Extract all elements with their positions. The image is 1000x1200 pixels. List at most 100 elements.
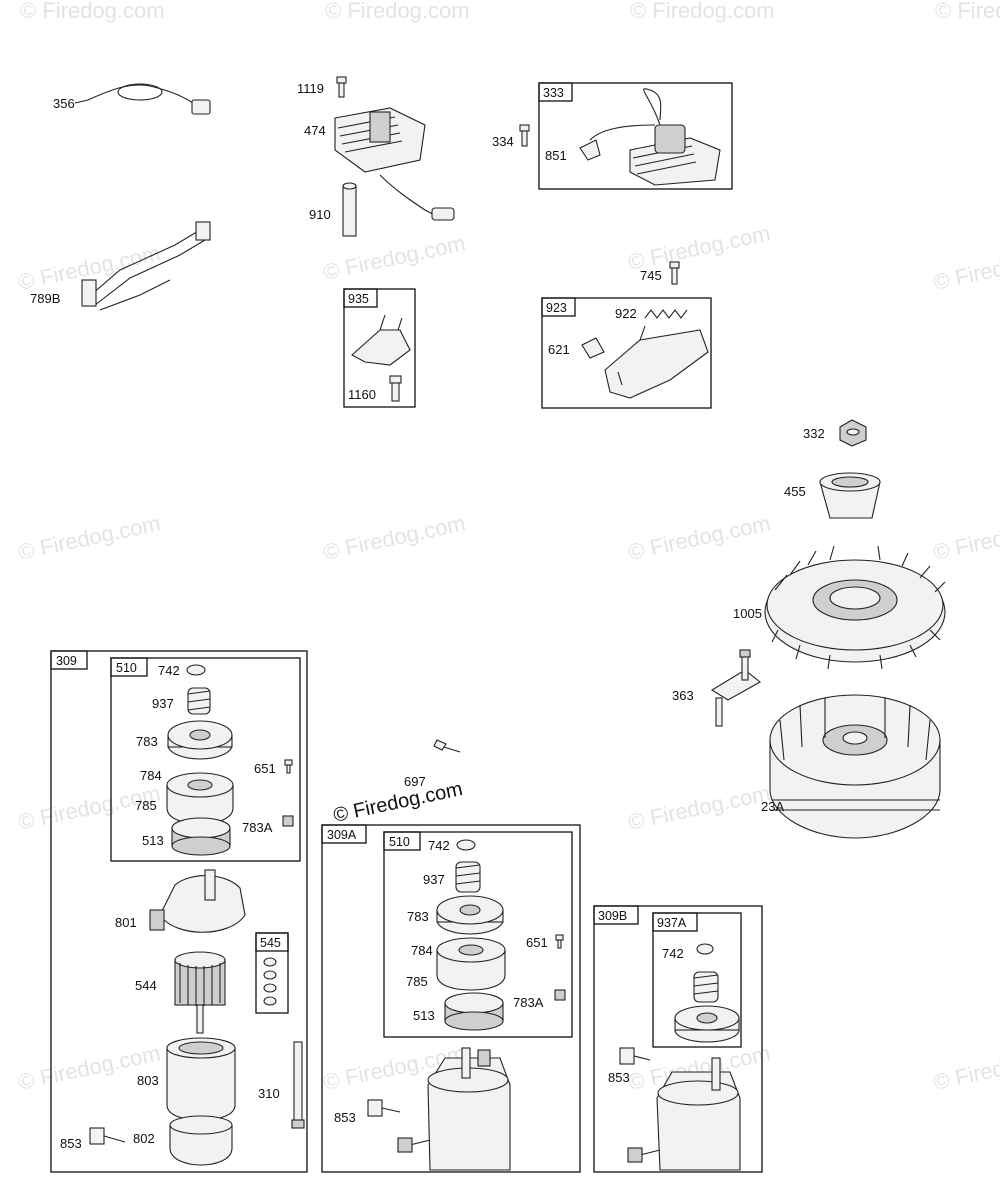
watermark: © Firedog.com (626, 780, 773, 835)
label-783b: 783 (407, 909, 429, 924)
part-309B-motor (627, 1057, 741, 1171)
part-334-screw (519, 124, 530, 147)
part-697-screw (433, 739, 461, 753)
frame-935 (343, 288, 416, 408)
label-785a: 785 (135, 798, 157, 813)
part-545-washers (263, 957, 277, 1006)
part-455-cup (819, 472, 881, 519)
part-1119-screw (336, 76, 347, 98)
part-853-connector-c (619, 1047, 651, 1065)
part-935-bracket (351, 314, 411, 366)
part-923-governor-bracket (604, 325, 709, 399)
frame-510b (383, 831, 573, 1038)
frame-label-309 (50, 650, 88, 670)
watermark: © Firedog.com (321, 230, 468, 285)
part-332-nut (839, 419, 867, 447)
label-803: 803 (137, 1073, 159, 1088)
part-333-coil (589, 88, 721, 186)
label-789B: 789B (30, 291, 60, 306)
watermark-main: © Firedog.com (331, 778, 464, 827)
frame-label-309A (321, 824, 367, 844)
watermark: © Firedog.com (16, 510, 163, 565)
part-1005-fan (764, 545, 946, 670)
label-333: 333 (543, 86, 564, 100)
part-922-spring (644, 309, 688, 319)
label-651a: 651 (254, 761, 276, 776)
watermark: © Firedog.com (321, 510, 468, 565)
label-621: 621 (548, 342, 570, 357)
frame-label-510a (110, 657, 148, 677)
part-742-clip (186, 664, 206, 676)
label-1005: 1005 (733, 606, 762, 621)
label-310: 310 (258, 1086, 280, 1101)
frame-510a (110, 657, 301, 862)
part-853-connector-b (367, 1099, 401, 1117)
part-1160-screw (389, 375, 402, 402)
watermark: © Firedog.com (931, 510, 1000, 565)
part-783A-nut (282, 815, 294, 827)
label-742c: 742 (662, 946, 684, 961)
part-621-link (581, 337, 605, 359)
part-544-armature (174, 951, 226, 1034)
part-23A-flywheel (769, 694, 941, 839)
part-784-cap-b (436, 937, 506, 991)
label-783a: 783 (136, 734, 158, 749)
frame-309 (50, 650, 308, 1173)
label-23A: 23A (761, 799, 784, 814)
label-513b: 513 (413, 1008, 435, 1023)
label-783Ab: 783A (513, 995, 544, 1010)
label-356: 356 (53, 96, 75, 111)
label-923: 923 (546, 301, 567, 315)
label-785b: 785 (406, 974, 428, 989)
frame-label-309B (593, 905, 639, 925)
part-783-gear (167, 720, 233, 760)
part-803-housing (166, 1037, 236, 1121)
part-851-terminal (579, 139, 601, 161)
label-853c: 853 (608, 1070, 630, 1085)
part-745-screw (669, 261, 680, 285)
part-742-clip-b (456, 839, 476, 851)
label-697: 697 (404, 774, 426, 789)
label-922: 922 (615, 306, 637, 321)
watermark: © Firedog.com (630, 0, 775, 23)
watermark: © Firedog.com (931, 240, 1000, 295)
label-935: 935 (348, 292, 369, 306)
frame-309A (321, 824, 581, 1173)
label-455: 455 (784, 484, 806, 499)
label-802: 802 (133, 1131, 155, 1146)
part-513-gear-b (444, 992, 504, 1031)
label-742b: 742 (428, 838, 450, 853)
part-937-spring (187, 687, 211, 715)
part-789B-harness (81, 221, 211, 311)
label-651b: 651 (526, 935, 548, 950)
part-783-gear-b (436, 895, 504, 935)
label-309A: 309A (327, 828, 357, 842)
part-783A-nut-b (554, 989, 566, 1001)
label-745: 745 (640, 268, 662, 283)
label-937A: 937A (657, 916, 687, 930)
label-309: 309 (56, 654, 77, 668)
watermark: © Firedog.com (626, 220, 773, 275)
watermark-layer: © Firedog.com © Firedog.com © Firedog.co… (16, 0, 1000, 1095)
watermark: © Firedog.com (935, 0, 1000, 23)
label-742a: 742 (158, 663, 180, 678)
label-1119: 1119 (297, 81, 324, 96)
part-651-screw (284, 759, 293, 774)
label-784b: 784 (411, 943, 433, 958)
label-910: 910 (309, 207, 331, 222)
label-510a: 510 (116, 661, 137, 675)
part-651-screw-b (555, 934, 564, 949)
part-356-wire (74, 83, 211, 115)
frame-label-935 (343, 288, 378, 308)
frame-label-333 (538, 82, 573, 102)
label-309B: 309B (598, 909, 627, 923)
label-1160: 1160 (348, 387, 376, 402)
label-513a: 513 (142, 833, 164, 848)
frame-333 (538, 82, 733, 190)
part-801-end-cap (149, 869, 246, 933)
label-332: 332 (803, 426, 825, 441)
label-363: 363 (672, 688, 694, 703)
label-474: 474 (304, 123, 326, 138)
watermark: © Firedog.com (325, 0, 470, 23)
label-801: 801 (115, 915, 137, 930)
